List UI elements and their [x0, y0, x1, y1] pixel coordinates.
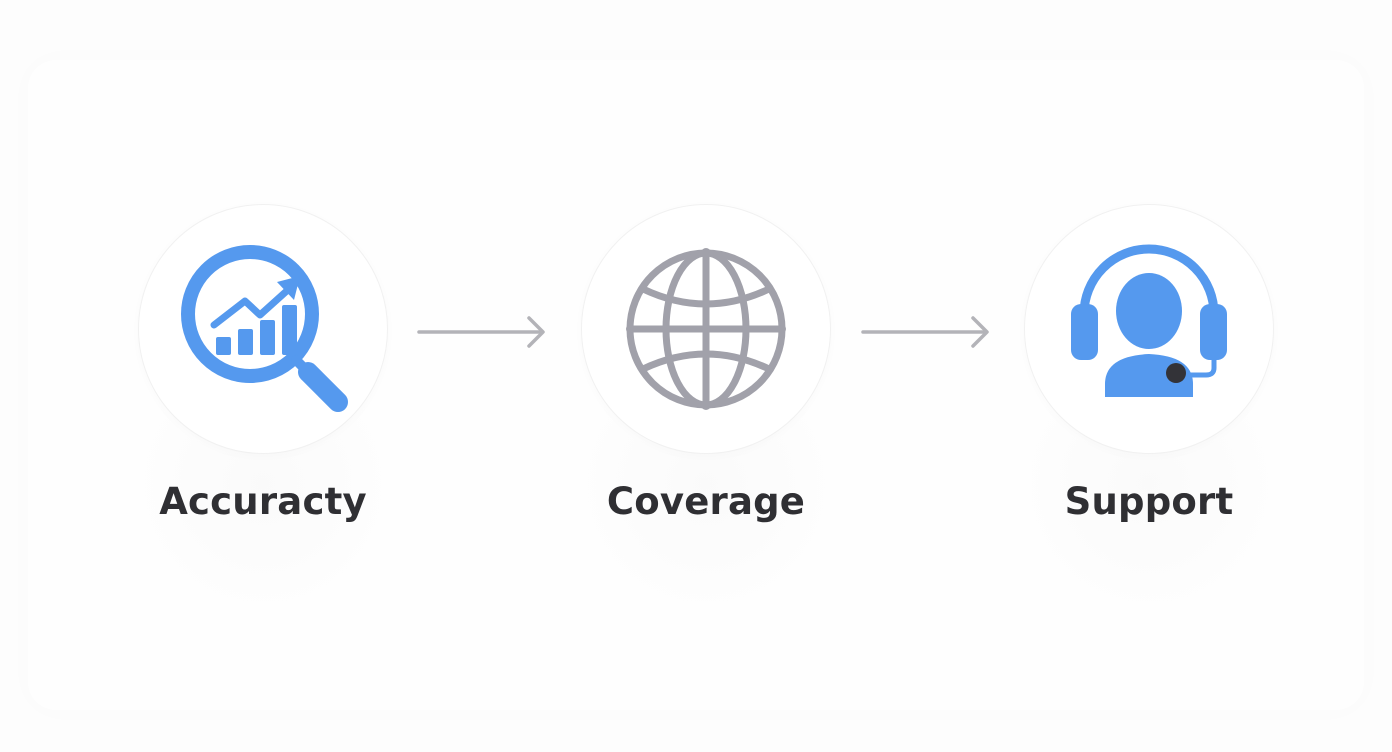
arrow-right-icon	[417, 316, 545, 348]
magnifier-chart-icon	[181, 245, 348, 412]
step-support: Support	[999, 204, 1299, 624]
icon-badge-support	[1024, 204, 1274, 454]
step-accuracy: Accuracty	[113, 204, 413, 624]
step-label-accuracy: Accuracty	[159, 480, 367, 523]
step-label-coverage: Coverage	[606, 480, 806, 523]
icon-badge-coverage	[581, 204, 831, 454]
headset-agent-icon	[1071, 244, 1227, 397]
step-label-support: Support	[1064, 480, 1234, 523]
icon-badge-accuracy	[138, 204, 388, 454]
step-coverage: Coverage	[556, 204, 856, 624]
globe-icon	[626, 248, 786, 410]
arrow-right-icon	[861, 316, 989, 348]
